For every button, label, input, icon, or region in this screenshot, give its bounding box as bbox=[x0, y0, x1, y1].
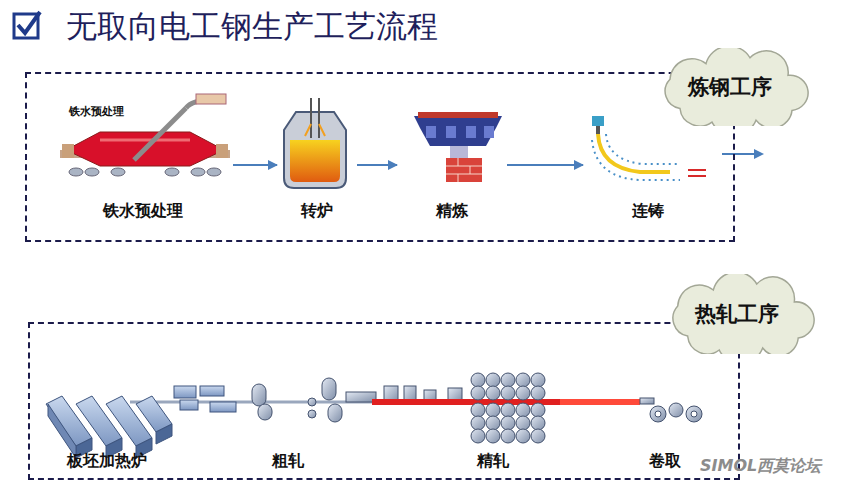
roll bbox=[501, 386, 515, 400]
torpedo-car bbox=[60, 94, 230, 176]
step-caption: 卷取 bbox=[632, 451, 698, 472]
process-step: 精炼 bbox=[399, 100, 505, 226]
step-caption: 铁水预处理 bbox=[55, 201, 231, 222]
roll bbox=[471, 403, 485, 417]
step-caption: 连铸 bbox=[585, 201, 711, 222]
roll bbox=[486, 403, 500, 417]
image-tag: 铁水预处理 bbox=[69, 104, 124, 119]
exit-arrow bbox=[722, 153, 758, 155]
roll bbox=[471, 429, 485, 443]
exit-arrowhead bbox=[754, 149, 764, 159]
refining-unit bbox=[414, 112, 502, 182]
step-caption: 板坯加热炉 bbox=[39, 451, 175, 472]
flow-arrow bbox=[357, 164, 397, 166]
roll bbox=[471, 416, 485, 430]
roll bbox=[531, 403, 545, 417]
roll bbox=[501, 429, 515, 443]
roll bbox=[531, 386, 545, 400]
process-region: 炼钢工序铁水预处理铁水预处理转炉精炼连铸 bbox=[25, 72, 735, 242]
roll bbox=[501, 403, 515, 417]
flow-arrow bbox=[233, 164, 277, 166]
step-caption: 粗轧 bbox=[247, 451, 329, 472]
stage-heading: 热轧工序 bbox=[658, 274, 816, 354]
watermark: SIMOL西莫论坛 bbox=[700, 456, 821, 477]
cloud-heading: 炼钢工序 bbox=[650, 48, 810, 126]
flow-arrow bbox=[507, 164, 583, 166]
checkbox-icon bbox=[14, 12, 40, 38]
roll bbox=[471, 373, 485, 387]
roll bbox=[531, 416, 545, 430]
roll bbox=[486, 373, 500, 387]
roll bbox=[471, 386, 485, 400]
roll bbox=[501, 416, 515, 430]
roll bbox=[516, 403, 530, 417]
rolling-line bbox=[46, 373, 702, 458]
roll bbox=[516, 386, 530, 400]
process-step: 板坯加热炉 bbox=[39, 388, 175, 476]
process-step: 精轧 bbox=[452, 388, 534, 476]
roll bbox=[531, 429, 545, 443]
converter bbox=[284, 98, 346, 188]
roll bbox=[486, 416, 500, 430]
roll bbox=[516, 373, 530, 387]
roll bbox=[501, 373, 515, 387]
cloud-heading: 热轧工序 bbox=[658, 274, 816, 354]
roll bbox=[486, 429, 500, 443]
process-region: 热轧工序板坯加热炉粗轧精轧卷取 bbox=[28, 322, 740, 480]
process-step: 转炉 bbox=[279, 100, 355, 226]
step-caption: 转炉 bbox=[279, 201, 355, 222]
continuous-caster bbox=[592, 116, 706, 180]
step-caption: 精炼 bbox=[399, 201, 505, 222]
stage-heading: 炼钢工序 bbox=[650, 48, 810, 126]
roll bbox=[516, 416, 530, 430]
process-step: 卷取 bbox=[632, 388, 698, 476]
roll bbox=[516, 429, 530, 443]
roll bbox=[531, 373, 545, 387]
process-step: 粗轧 bbox=[247, 388, 329, 476]
process-step: 铁水预处理铁水预处理 bbox=[55, 100, 231, 226]
step-caption: 精轧 bbox=[452, 451, 534, 472]
roll bbox=[486, 386, 500, 400]
page-title: 无取向电工钢生产工艺流程 bbox=[66, 6, 438, 48]
